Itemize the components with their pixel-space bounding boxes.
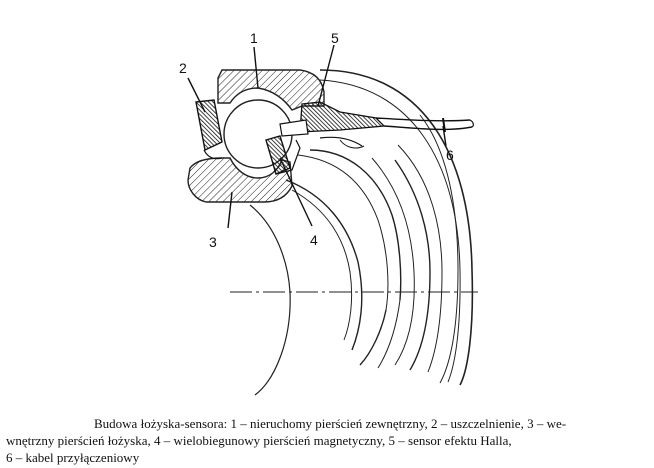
caption-line-3: 6 – kabel przyłączeniowy (6, 450, 140, 465)
label-4: 4 (310, 232, 318, 248)
figure-caption: Budowa łożyska-sensora: 1 – nieruchomy p… (6, 415, 646, 466)
leader-lines (187, 44, 447, 229)
outer-ring-part-1 (217, 69, 325, 111)
seal-part-2 (195, 99, 223, 152)
label-1: 1 (250, 30, 258, 46)
caption-line-2: wnętrzny pierścień łożyska, 4 – wielobie… (6, 433, 512, 448)
caption-line-1: Budowa łożyska-sensora: 1 – nieruchomy p… (94, 416, 567, 431)
label-2: 2 (179, 60, 187, 76)
label-3: 3 (209, 234, 217, 250)
label-5: 5 (331, 30, 339, 46)
magnetic-ring-carrier (275, 139, 301, 175)
outer-housing-arcs (285, 69, 474, 386)
seal-lip (203, 149, 223, 160)
label-6: 6 (446, 147, 454, 163)
inner-bore-arc (249, 204, 291, 396)
hall-sensor-part-5 (279, 101, 386, 149)
connection-cable-part-6 (375, 117, 474, 133)
magnetic-ring-part-4 (265, 135, 291, 175)
